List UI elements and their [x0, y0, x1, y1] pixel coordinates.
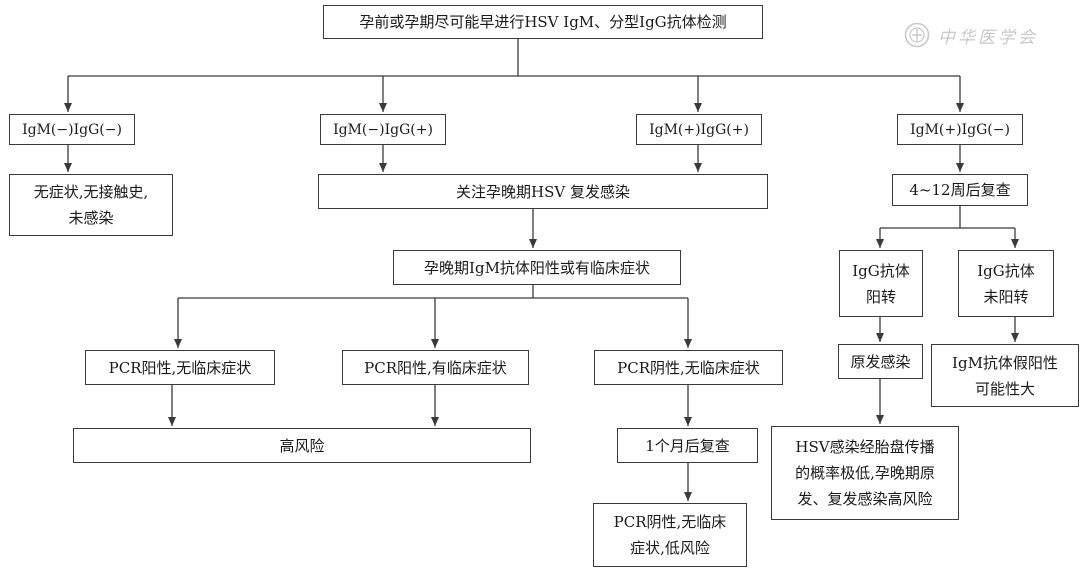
watermark: 中华医学会	[904, 22, 1038, 48]
node-initial-test: 孕前或孕期尽可能早进行HSV IgM、分型IgG抗体检测	[323, 5, 763, 39]
node-primary-infection: 原发感染	[838, 344, 923, 379]
node-igm-neg-igg-neg: IgM(−)IgG(−)	[9, 114, 135, 145]
node-pcr-positive-no-symptoms: PCR阳性,无临床症状	[85, 350, 275, 385]
node-placenta-risk: HSV感染经胎盘传播 的概率极低,孕晚期原 发、复发感染高风险	[771, 426, 959, 520]
node-high-risk: 高风险	[73, 428, 531, 463]
node-igm-pos-igg-pos: IgM(+)IgG(+)	[636, 114, 762, 145]
node-low-risk: PCR阴性,无临床 症状,低风险	[593, 503, 747, 567]
medical-association-seal-icon	[904, 22, 930, 48]
node-recheck-4-12-weeks: 4~12周后复查	[892, 174, 1028, 206]
node-igm-neg-igg-pos: IgM(−)IgG(+)	[320, 114, 446, 145]
node-pcr-positive-symptoms: PCR阳性,有临床症状	[342, 350, 529, 385]
node-pcr-negative-no-symptoms: PCR阴性,无临床症状	[594, 350, 783, 385]
node-recheck-1-month: 1个月后复查	[617, 428, 758, 463]
watermark-text: 中华医学会	[938, 27, 1038, 48]
node-late-recurrence: 关注孕晚期HSV 复发感染	[318, 174, 768, 209]
node-igg-no-seroconversion: IgG抗体 未阳转	[958, 250, 1054, 317]
node-igm-false-positive: IgM抗体假阳性 可能性大	[931, 344, 1079, 407]
node-igg-seroconversion: IgG抗体 阳转	[839, 250, 923, 317]
node-late-igm-positive: 孕晚期IgM抗体阳性或有临床症状	[393, 250, 681, 285]
node-no-infection: 无症状,无接触史, 未感染	[9, 174, 173, 236]
node-igm-pos-igg-neg: IgM(+)IgG(−)	[897, 114, 1023, 145]
